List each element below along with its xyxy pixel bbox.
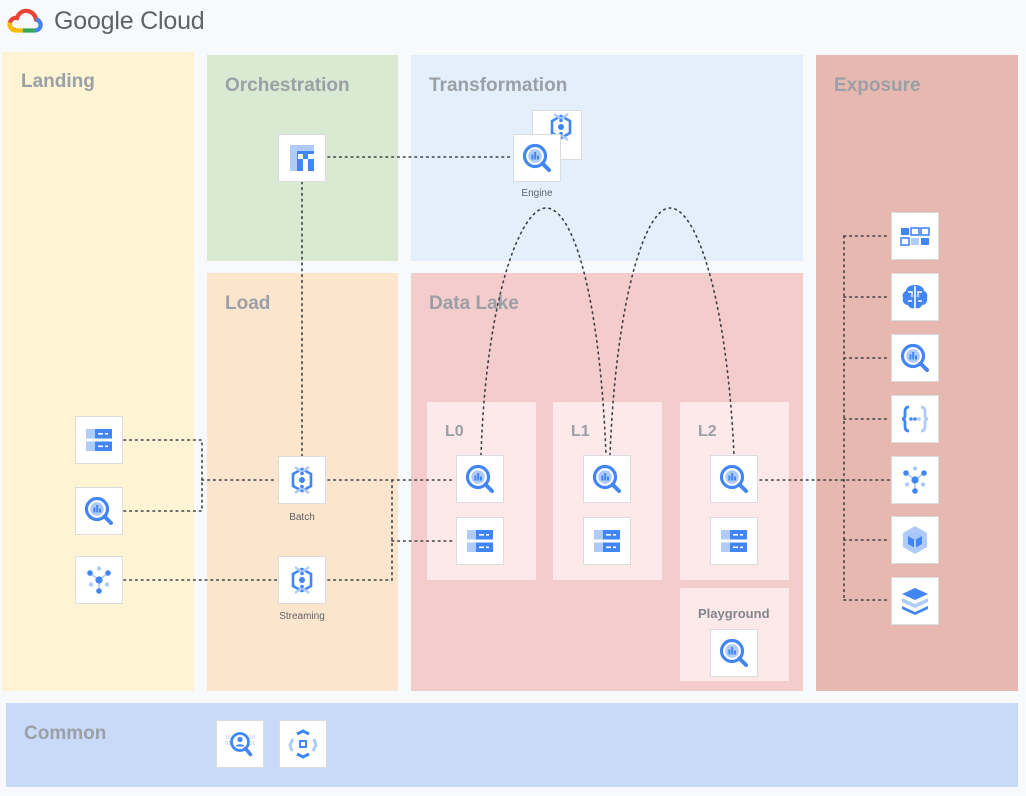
landing-storage-node[interactable] [75, 416, 123, 464]
cloud-storage-icon [462, 523, 498, 559]
zone-title-exposure: Exposure [834, 75, 921, 96]
bigquery-icon [716, 635, 752, 671]
l0-bigquery-node[interactable] [456, 455, 504, 503]
streaming-caption: Streaming [279, 611, 325, 622]
cloud-storage-icon [589, 523, 625, 559]
playground-title: Playground [698, 606, 770, 621]
vertex-ai-icon [897, 279, 933, 315]
exposure-bigtable-node[interactable] [891, 577, 939, 625]
data-catalog-icon [222, 726, 258, 762]
zone-transformation: Transformation [411, 55, 803, 261]
zone-orchestration: Orchestration [207, 55, 398, 261]
landing-bigquery-node[interactable] [75, 487, 123, 535]
playground-bigquery-node[interactable] [710, 629, 758, 677]
bigquery-icon [519, 140, 555, 176]
l1-bigquery-node[interactable] [583, 455, 631, 503]
common-dlp-node[interactable] [279, 720, 327, 768]
composer-icon [284, 140, 320, 176]
zone-title-load: Load [225, 293, 271, 314]
streaming-dataflow-node[interactable] [278, 556, 326, 604]
layer-l1-title: L1 [571, 423, 590, 440]
exposure-vertex-node[interactable] [891, 273, 939, 321]
dataflow-icon [284, 562, 320, 598]
exposure-bigquery-node[interactable] [891, 334, 939, 382]
batch-caption: Batch [289, 512, 315, 523]
batch-dataflow-node[interactable] [278, 456, 326, 504]
bigquery-icon [462, 461, 498, 497]
looker-icon [897, 218, 933, 254]
l2-storage-node[interactable] [710, 517, 758, 565]
composer-node[interactable] [278, 134, 326, 182]
exposure-api-node[interactable] [891, 395, 939, 443]
bigquery-icon [716, 461, 752, 497]
connector-engine-l0-l1-arc [480, 207, 607, 456]
zone-common: Common [6, 703, 1018, 787]
cloud-storage-icon [81, 422, 117, 458]
engine-caption: Engine [521, 188, 553, 199]
l1-storage-node[interactable] [583, 517, 631, 565]
zone-title-common: Common [24, 723, 107, 744]
dlp-icon [285, 726, 321, 762]
connector-engine-l1-l2-arc [609, 207, 735, 456]
exposure-gke-node[interactable] [891, 516, 939, 564]
exposure-looker-node[interactable] [891, 212, 939, 260]
common-data-catalog-node[interactable] [216, 720, 264, 768]
pubsub-icon [81, 562, 117, 598]
pubsub-icon [897, 462, 933, 498]
bigquery-icon [897, 340, 933, 376]
cloud-storage-icon [716, 523, 752, 559]
api-icon [897, 401, 933, 437]
google-cloud-logo: Google Cloud [6, 4, 205, 38]
google-cloud-wordmark: Google Cloud [54, 6, 205, 35]
landing-pubsub-node[interactable] [75, 556, 123, 604]
connector-landing-bigquery [123, 479, 203, 512]
zone-title-landing: Landing [21, 71, 95, 92]
google-cloud-logo-icon [7, 8, 43, 33]
bigquery-icon [589, 461, 625, 497]
l2-bigquery-node[interactable] [710, 455, 758, 503]
bigquery-engine-node[interactable] [513, 134, 561, 182]
layer-l0-title: L0 [445, 423, 464, 440]
bigtable-icon [897, 583, 933, 619]
connector-streaming-join [327, 479, 393, 581]
zone-title-orchestration: Orchestration [225, 75, 350, 96]
connector-landing-storage [123, 439, 203, 481]
l0-storage-node[interactable] [456, 517, 504, 565]
dataflow-icon [284, 462, 320, 498]
layer-l2-title: L2 [698, 423, 717, 440]
zone-title-transformation: Transformation [429, 75, 568, 96]
exposure-pubsub-node[interactable] [891, 456, 939, 504]
kubernetes-icon [897, 522, 933, 558]
bigquery-icon [81, 493, 117, 529]
